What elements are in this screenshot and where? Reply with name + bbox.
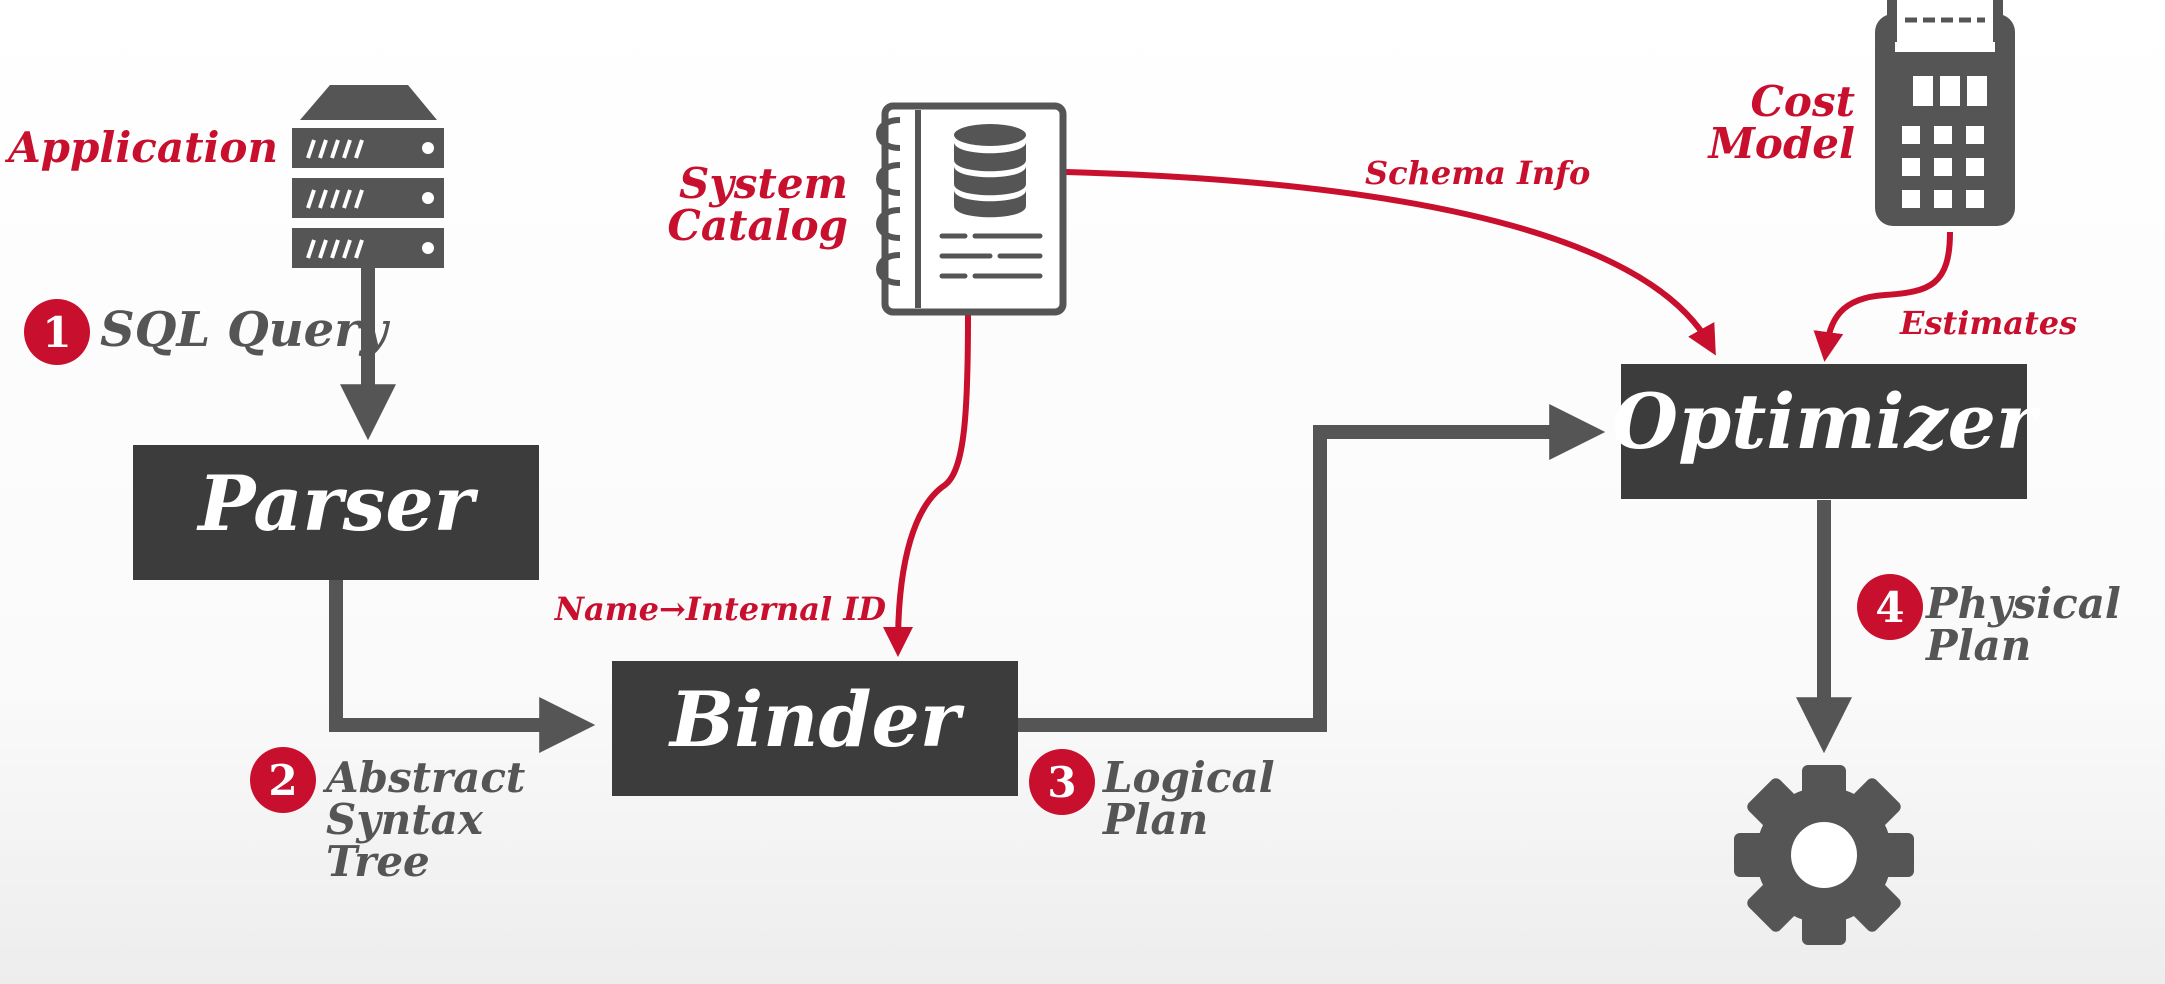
parser-label: Parser: [196, 459, 479, 548]
optimizer-label: Optimizer: [1612, 377, 2041, 466]
arrow-binder-to-optimizer: [1018, 404, 1606, 732]
step-4: 4 Physical Plan: [1857, 574, 2121, 670]
svg-text:Tree: Tree: [326, 837, 430, 886]
name-to-id-label: Name→Internal ID: [554, 590, 887, 628]
arrow-cost-estimates: [1813, 231, 1953, 362]
svg-text:Plan: Plan: [1102, 795, 1208, 844]
svg-text:1: 1: [42, 308, 71, 357]
server-icon: [292, 85, 444, 268]
svg-text:Abstract: Abstract: [322, 753, 525, 802]
svg-text:Physical: Physical: [1925, 579, 2121, 628]
svg-text:Plan: Plan: [1925, 621, 2031, 670]
database-icon: [954, 124, 1026, 218]
step-1-label: SQL Query: [100, 302, 390, 358]
step-2: 2 Abstract Syntax Tree: [250, 747, 525, 886]
arrow-parser-to-binder: [329, 580, 596, 753]
svg-text:2: 2: [268, 756, 297, 805]
system-catalog-label: System Catalog: [667, 159, 848, 250]
svg-text:Syntax: Syntax: [326, 795, 484, 844]
calculator-icon: [1875, 0, 2015, 226]
binder-box: Binder: [612, 661, 1018, 796]
svg-text:4: 4: [1875, 583, 1904, 632]
svg-text:System: System: [679, 159, 848, 208]
svg-text:Logical: Logical: [1102, 753, 1275, 802]
svg-text:Model: Model: [1706, 119, 1855, 168]
schema-info-label: Schema Info: [1365, 154, 1590, 192]
optimizer-box: Optimizer: [1612, 364, 2041, 499]
estimates-label: Estimates: [1899, 304, 2077, 342]
cost-model-label: Cost Model: [1706, 77, 1855, 168]
catalog-notebook-icon: [876, 102, 1067, 316]
svg-text:Cost: Cost: [1751, 77, 1856, 126]
step-1: 1 SQL Query: [24, 299, 390, 365]
application-label: Application: [4, 123, 278, 172]
step-3: 3 Logical Plan: [1029, 749, 1275, 844]
arrow-catalog-schema-info: [1065, 169, 1716, 356]
binder-label: Binder: [668, 675, 965, 764]
arrow-catalog-name-to-id: [883, 314, 971, 657]
gear-icon: [1734, 765, 1914, 945]
svg-text:3: 3: [1047, 758, 1076, 807]
parser-box: Parser: [133, 445, 539, 580]
svg-text:Catalog: Catalog: [667, 201, 848, 250]
